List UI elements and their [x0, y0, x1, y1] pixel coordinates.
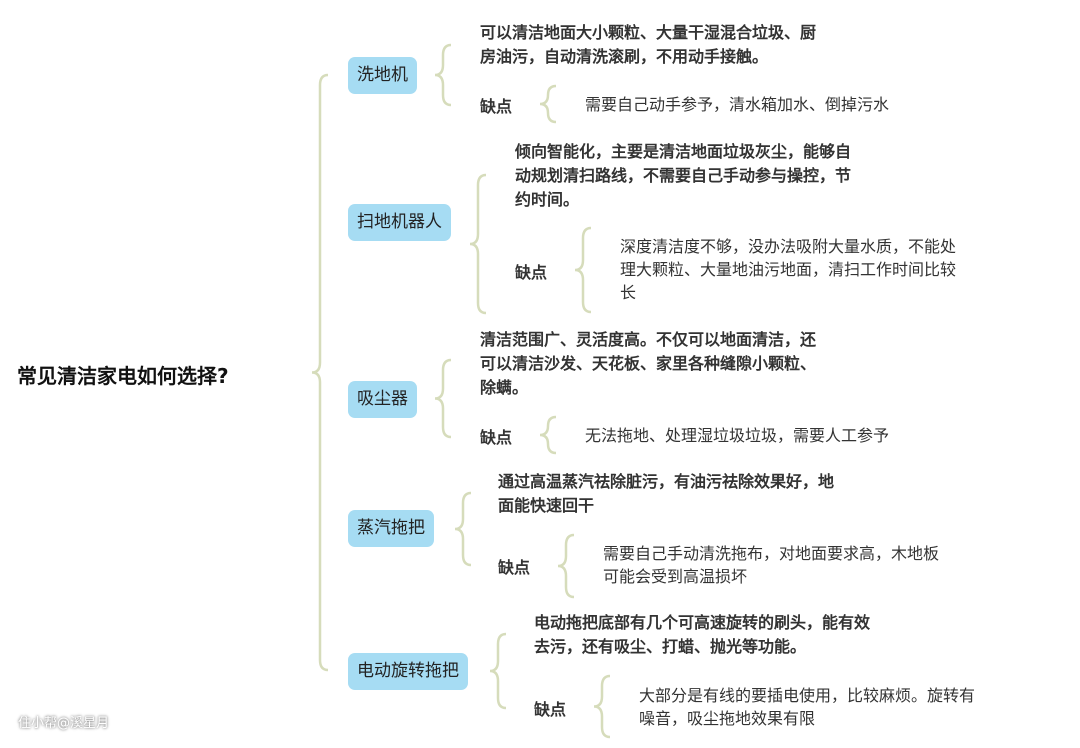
description-block: 倾向智能化，主要是清洁地面垃圾灰尘，能够自动规划清扫路线，不需要自己手动参与操控… — [515, 140, 851, 212]
description-block: 可以清洁地面大小颗粒、大量干湿混合垃圾、厨房油污，自动清洗滚刷，不用动手接触。 — [480, 21, 816, 69]
description-line: 约时间。 — [515, 190, 580, 209]
root-topic: 常见清洁家电如何选择? — [17, 364, 229, 388]
cons-label: 缺点 — [498, 558, 531, 577]
description-line: 可以清洁地面大小颗粒、大量干湿混合垃圾、厨 — [480, 23, 817, 42]
description-line: 可以清洁沙发、天花板、家里各种缝隙小颗粒、 — [480, 354, 817, 373]
cons-label: 缺点 — [534, 700, 567, 719]
cons-brace — [574, 226, 592, 314]
cons-line: 大部分是有线的要插电使用，比较麻烦。旋转有 — [639, 686, 976, 705]
cons-detail: 深度清洁度不够，没办法吸附大量水质，不能处理大颗粒、大量地油污地面，清扫工作时间… — [620, 235, 956, 304]
cons-line: 深度清洁度不够，没办法吸附大量水质，不能处 — [620, 237, 957, 256]
description-line: 倾向智能化，主要是清洁地面垃圾灰尘，能够自 — [515, 142, 852, 161]
description-line: 动规划清扫路线，不需要自己手动参与操控，节 — [515, 166, 852, 185]
cons-detail: 需要自己手动清洗拖布，对地面要求高，木地板可能会受到高温损坏 — [603, 542, 939, 588]
description-line: 通过高温蒸汽祛除脏污，有油污祛除效果好，地 — [498, 472, 835, 491]
cons-detail: 需要自己动手参予，清水箱加水、倒掉污水 — [585, 93, 889, 116]
root-brace — [311, 73, 329, 672]
cons-line: 无法拖地、处理湿垃圾垃圾，需要人工参予 — [585, 426, 890, 445]
cons-line: 需要自己手动清洗拖布，对地面要求高，木地板 — [603, 544, 940, 563]
cons-line: 理大颗粒、大量地油污地面，清扫工作时间比较 — [620, 260, 957, 279]
branch-brace — [454, 491, 472, 567]
description-block: 通过高温蒸汽祛除脏污，有油污祛除效果好，地面能快速回干 — [498, 470, 834, 518]
topic-node[interactable]: 洗地机 — [348, 57, 417, 94]
cons-label: 缺点 — [480, 97, 513, 116]
cons-label: 缺点 — [480, 428, 513, 447]
cons-brace — [539, 415, 557, 455]
topic-node[interactable]: 吸尘器 — [348, 381, 417, 418]
cons-brace — [593, 674, 611, 739]
topic-node[interactable]: 电动旋转拖把 — [348, 653, 468, 690]
cons-line: 噪音，吸尘拖地效果有限 — [639, 709, 816, 728]
branch-brace — [489, 632, 507, 710]
cons-line: 可能会受到高温损坏 — [603, 567, 748, 586]
description-line: 房油污，自动清洗滚刷，不用动手接触。 — [480, 47, 769, 66]
cons-brace — [539, 84, 557, 124]
description-block: 清洁范围广、灵活度高。不仅可以地面清洁，还可以清洁沙发、天花板、家里各种缝隙小颗… — [480, 328, 816, 400]
description-line: 除螨。 — [480, 378, 529, 397]
description-line: 去污，还有吸尘、打蜡、抛光等功能。 — [534, 637, 807, 656]
cons-detail: 大部分是有线的要插电使用，比较麻烦。旋转有噪音，吸尘拖地效果有限 — [639, 684, 975, 730]
topic-node[interactable]: 蒸汽拖把 — [348, 510, 434, 547]
description-block: 电动拖把底部有几个可高速旋转的刷头，能有效去污，还有吸尘、打蜡、抛光等功能。 — [534, 611, 870, 659]
description-line: 面能快速回干 — [498, 496, 595, 515]
description-line: 电动拖把底部有几个可高速旋转的刷头，能有效 — [534, 613, 871, 632]
branch-brace — [434, 358, 452, 439]
topic-node[interactable]: 扫地机器人 — [348, 204, 451, 241]
cons-line: 长 — [620, 283, 637, 302]
branch-brace — [469, 173, 487, 315]
cons-brace — [557, 533, 575, 599]
cons-line: 需要自己动手参予，清水箱加水、倒掉污水 — [585, 95, 890, 114]
description-line: 清洁范围广、灵活度高。不仅可以地面清洁，还 — [480, 330, 817, 349]
cons-detail: 无法拖地、处理湿垃圾垃圾，需要人工参予 — [585, 424, 889, 447]
cons-label: 缺点 — [515, 263, 548, 282]
branch-brace — [434, 43, 452, 107]
watermark: 住小帮@溪星月 — [18, 716, 110, 731]
